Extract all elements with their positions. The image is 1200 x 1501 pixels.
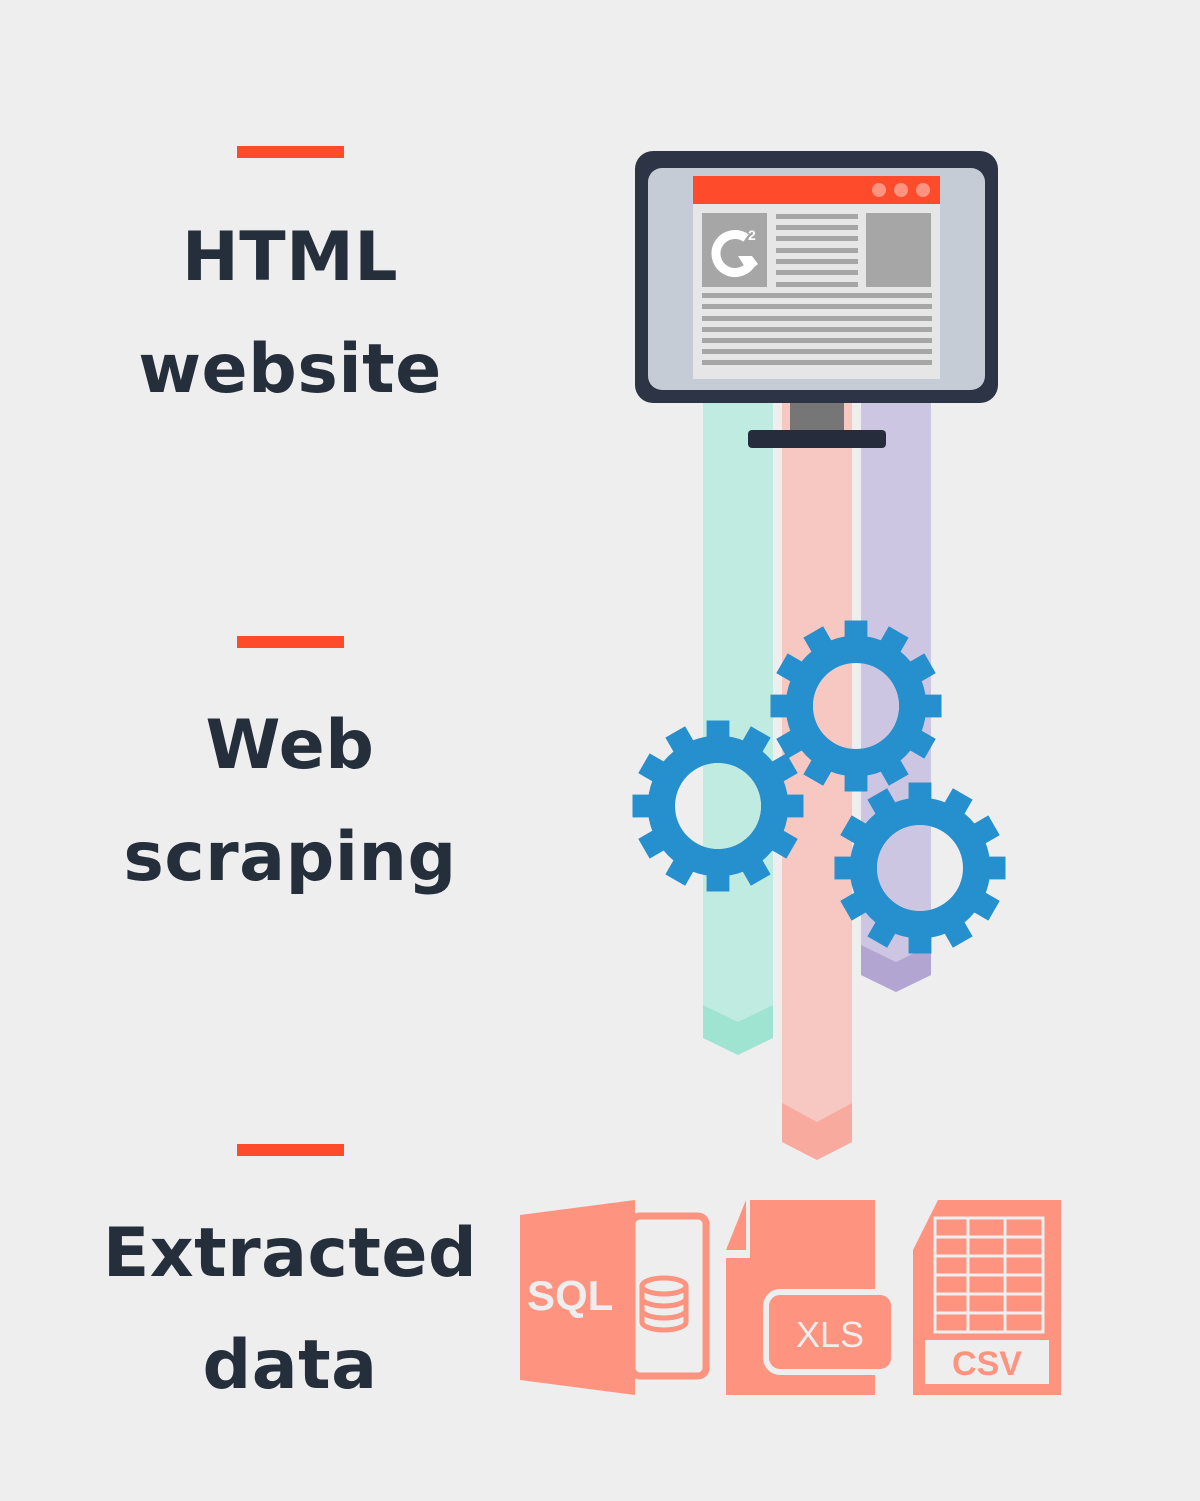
window-dot-icon (872, 183, 886, 197)
step-title: HTML website (80, 202, 500, 426)
monitor-icon: 2 (635, 151, 998, 448)
window-dot-icon (916, 183, 930, 197)
text-lines (702, 214, 932, 365)
step-title: Web scraping (80, 690, 500, 914)
accent-bar (236, 146, 344, 158)
step-title-line2: scraping (123, 818, 457, 897)
svg-text:CSV: CSV (952, 1345, 1022, 1383)
step-title-line1: HTML (181, 218, 399, 297)
xls-file-icon: XLS (726, 1200, 897, 1395)
step-title-line1: Extracted (102, 1214, 478, 1293)
g2-logo-icon: 2 (711, 227, 758, 277)
svg-text:2: 2 (748, 227, 756, 243)
accent-bar (236, 1144, 344, 1156)
accent-bar (236, 636, 344, 648)
csv-file-icon: CSV (913, 1200, 1061, 1395)
svg-text:SQL: SQL (527, 1272, 613, 1319)
gears-icon (632, 620, 1006, 954)
step-extracted-data: Extracted data (80, 1144, 500, 1422)
window-dot-icon (894, 183, 908, 197)
step-title-line1: Web (205, 706, 375, 785)
svg-text:XLS: XLS (796, 1314, 864, 1355)
step-title-line2: website (138, 330, 442, 409)
step-web-scraping: Web scraping (80, 636, 500, 914)
sql-file-icon: SQL (520, 1200, 710, 1395)
step-title-line2: data (202, 1326, 378, 1405)
step-html-website: HTML website (80, 146, 500, 426)
step-title: Extracted data (80, 1198, 500, 1422)
image-placeholder (866, 213, 931, 287)
